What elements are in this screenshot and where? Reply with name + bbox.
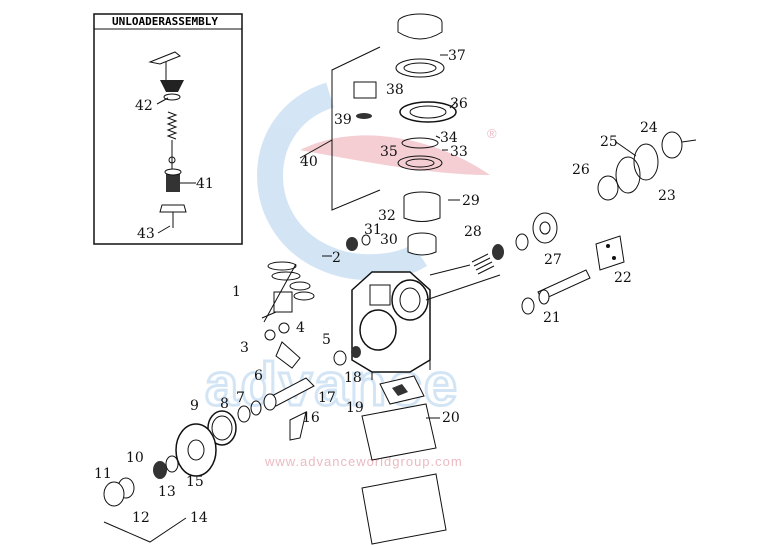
crankshaft-group: 7 8 9 10 11 13 15 12 14 16 17 18 [94,346,362,543]
part-number-7: 7 [236,390,245,406]
part-number-11: 11 [94,466,112,482]
part-number-26: 26 [572,162,590,178]
piston-group: 2 1 3 4 6 5 [232,250,341,384]
part-number-3: 3 [240,340,249,356]
part-number-28: 28 [464,224,482,240]
part-number-38: 38 [386,82,404,98]
part-number-32: 32 [378,208,396,224]
part-number-22: 22 [614,270,632,286]
watermark-registered-mark: ® [487,126,497,141]
part-number-34: 34 [440,130,458,146]
part-number-42: 42 [135,98,153,114]
part-number-29: 29 [462,193,480,209]
inset-title: UNLOADERASSEMBLY [112,15,218,28]
part-number-8: 8 [220,396,229,412]
part-number-17: 17 [318,390,336,406]
part-number-4: 4 [296,320,305,336]
part-number-30: 30 [380,232,398,248]
part-number-24: 24 [640,120,658,136]
part-number-9: 9 [190,398,199,414]
rear-cover-group: 24 25 26 23 [572,120,697,204]
right-side-parts: 31 30 28 27 22 21 [346,212,632,326]
part-number-37: 37 [448,48,466,64]
part-number-20: 20 [442,410,460,426]
part-number-36: 36 [450,96,468,112]
watermark-swoosh-blue [257,82,428,281]
part-number-35: 35 [380,144,398,160]
part-number-10: 10 [126,450,144,466]
watermark-swoosh-red [300,135,490,175]
part-number-23: 23 [658,188,676,204]
part-number-1: 1 [232,284,241,300]
part-number-13: 13 [158,484,176,500]
part-number-25: 25 [600,134,618,150]
unloader-assembly-inset: UNLOADERASSEMBLY 42 41 43 [93,13,243,245]
cylinder-head-stack: 37 38 39 36 34 35 33 40 32 29 [299,13,480,224]
part-number-5: 5 [322,332,331,348]
part-number-14: 14 [190,510,208,526]
part-number-27: 27 [544,252,562,268]
part-number-21: 21 [543,310,561,326]
part-number-41: 41 [196,176,214,192]
part-number-39: 39 [334,112,352,128]
part-number-18: 18 [344,370,362,386]
watermark-url: www.advanceworldgroup.com [264,454,463,469]
part-number-15: 15 [186,474,204,490]
part-number-19: 19 [346,400,364,416]
part-number-2: 2 [332,250,341,266]
part-number-12: 12 [132,510,150,526]
part-number-43: 43 [137,226,155,242]
part-number-6: 6 [254,368,263,384]
part-number-40: 40 [300,154,318,170]
crankcase-body [351,271,431,380]
part-number-16: 16 [302,410,320,426]
part-number-33: 33 [450,144,468,160]
part-number-31: 31 [364,222,382,238]
bottom-plates: 19 20 [346,375,460,545]
